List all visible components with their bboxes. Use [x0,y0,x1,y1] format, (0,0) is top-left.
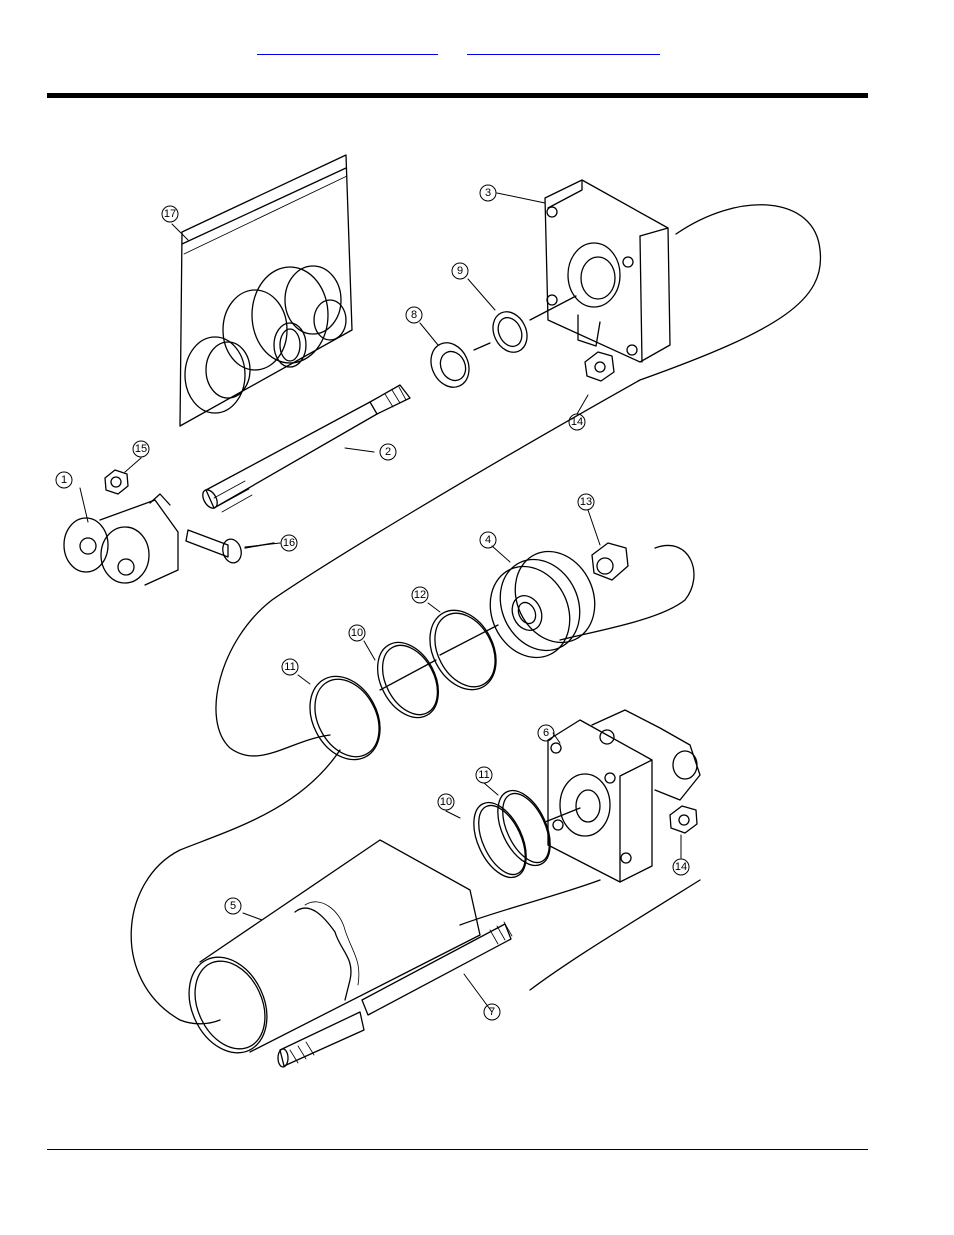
callout-11b: 11 [476,767,492,783]
svg-text:7: 7 [489,1006,495,1018]
callout-7: 7 [484,1004,500,1020]
svg-text:11: 11 [284,661,295,673]
svg-text:11: 11 [478,769,489,781]
callout-10b: 10 [438,794,454,810]
svg-text:4: 4 [485,534,491,546]
callout-17: 17 [162,206,178,222]
svg-text:1: 1 [61,474,67,486]
rod-end-head [545,180,670,362]
svg-text:8: 8 [411,309,417,321]
svg-text:6: 6 [543,727,549,739]
svg-text:14: 14 [571,416,583,428]
callout-12: 12 [412,587,428,603]
barrel [174,840,480,1066]
svg-text:16: 16 [283,537,295,549]
piston [476,538,610,670]
callout-4: 4 [480,532,496,548]
callout-5: 5 [225,898,241,914]
callout-2: 2 [380,444,396,460]
svg-text:15: 15 [135,443,147,455]
callout-8: 8 [406,307,422,323]
svg-text:2: 2 [385,446,391,458]
rod-seals [424,296,576,393]
callout-16: 16 [281,535,297,551]
seal-kit-bag [180,155,352,426]
lock-nut-14b [670,806,697,833]
svg-text:10: 10 [351,627,363,639]
cap-end [548,710,700,882]
callout-10a: 10 [349,625,365,641]
tie-rod [278,922,512,1067]
callout-15: 15 [133,441,149,457]
svg-text:12: 12 [414,589,426,601]
svg-text:3: 3 [485,187,491,199]
callout-13: 13 [578,494,594,510]
callout-1: 1 [56,472,72,488]
svg-text:10: 10 [440,796,452,808]
lock-nut-14a [585,352,614,381]
callout-14b: 14 [673,859,689,875]
callout-14a: 14 [569,414,585,430]
svg-text:5: 5 [230,900,236,912]
clevis [64,494,178,585]
piston-nut-13 [592,543,628,580]
leader-lines [80,193,681,1012]
cap-screw-16 [186,530,274,565]
piston-rings [296,599,509,772]
svg-text:14: 14 [675,861,687,873]
callout-3: 3 [480,185,496,201]
svg-text:17: 17 [164,208,176,220]
callout-bubbles: 1 2 3 4 5 6 7 8 9 10 10 11 11 12 13 14 1… [56,185,689,1020]
svg-text:9: 9 [457,265,463,277]
cap-rings [463,782,580,885]
callout-11a: 11 [282,659,298,675]
callout-9: 9 [452,263,468,279]
callout-6: 6 [538,725,554,741]
lock-nut-15 [105,470,128,494]
piston-rod [200,385,410,512]
svg-text:13: 13 [580,496,592,508]
